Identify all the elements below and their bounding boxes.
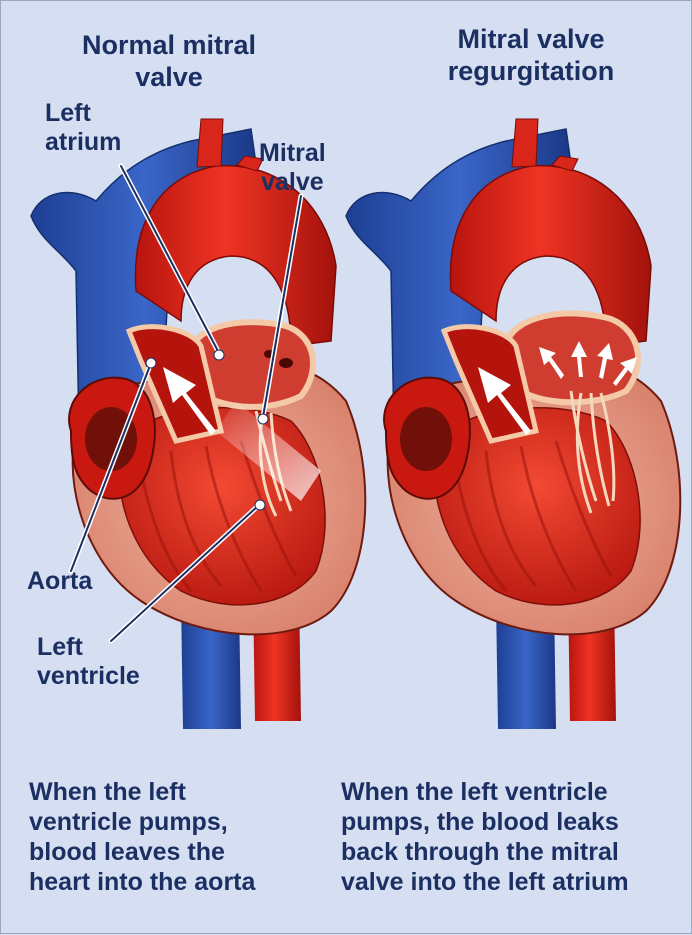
label-left-atrium: Left atrium — [45, 99, 121, 157]
label-left-ventricle-line-2: ventricle — [37, 662, 140, 691]
title-mitral-regurgitation: Mitral valve regurgitation — [411, 23, 651, 87]
label-aorta: Aorta — [27, 567, 92, 596]
label-mitral-valve-line-1: Mitral — [259, 139, 326, 168]
arch-branch-1 — [197, 119, 223, 167]
caption-normal: When the left ventricle pumps, blood lea… — [29, 777, 255, 897]
label-left-atrium-line-2: atrium — [45, 128, 121, 157]
label-left-ventricle-line-1: Left — [37, 633, 140, 662]
title-normal-line-2: valve — [49, 61, 289, 93]
caption-regurg-line-3: back through the mitral — [341, 837, 629, 867]
label-left-ventricle: Left ventricle — [37, 633, 140, 691]
arch-branch-1-r — [512, 119, 538, 167]
chamber-shadow-r — [400, 407, 452, 471]
caption-regurgitation: When the left ventricle pumps, the blood… — [341, 777, 629, 897]
heart-right-regurgitation — [346, 119, 680, 729]
title-normal-line-1: Normal mitral — [49, 29, 289, 61]
label-mitral-valve-line-2: valve — [259, 168, 326, 197]
title-normal-mitral-valve: Normal mitral valve — [49, 29, 289, 93]
caption-regurg-line-1: When the left ventricle — [341, 777, 629, 807]
label-mitral-valve: Mitral valve — [259, 139, 326, 197]
caption-regurg-line-4: valve into the left atrium — [341, 867, 629, 897]
caption-normal-line-2: ventricle pumps, — [29, 807, 255, 837]
title-regurg-line-1: Mitral valve — [411, 23, 651, 55]
atrium-opening-1 — [279, 358, 293, 368]
caption-regurg-line-2: pumps, the blood leaks — [341, 807, 629, 837]
label-left-atrium-line-1: Left — [45, 99, 121, 128]
caption-normal-line-3: blood leaves the — [29, 837, 255, 867]
title-regurg-line-2: regurgitation — [411, 55, 651, 87]
caption-normal-line-1: When the left — [29, 777, 255, 807]
caption-normal-line-4: heart into the aorta — [29, 867, 255, 897]
